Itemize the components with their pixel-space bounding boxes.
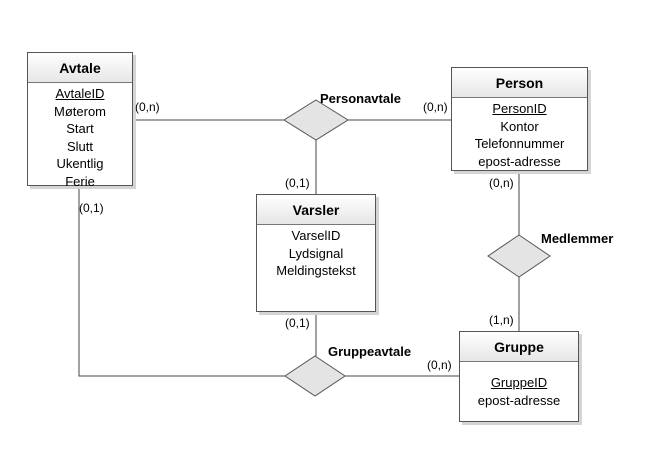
attribute: Lydsignal <box>288 245 344 261</box>
cardinality-varsler-personavtale: (0,1) <box>285 176 310 190</box>
line-avtale-gruppeavtale <box>78 186 285 377</box>
relationship-label-gruppeavtale: Gruppeavtale <box>328 344 412 359</box>
relationship-diamond-medlemmer[interactable] <box>487 234 551 278</box>
cardinality-gruppe-medlemmer: (1,n) <box>489 313 514 327</box>
attribute: Start <box>66 121 94 136</box>
entity-title: Avtale <box>28 53 132 83</box>
attribute: Ferie <box>65 173 95 189</box>
relationship-diamond-personavtale[interactable] <box>283 99 349 141</box>
entity-person[interactable]: Person PersonID Kontor Telefonnummer epo… <box>451 67 588 171</box>
relationship-label-personavtale: Personavtale <box>320 91 401 106</box>
attribute-list: GruppeID epost-adresse <box>460 362 578 409</box>
attribute-list: VarselID Lydsignal Meldingstekst <box>257 225 375 280</box>
attribute: Kontor <box>500 118 539 134</box>
primary-key-attribute: PersonID <box>492 101 547 116</box>
attribute: epost-adresse <box>478 153 561 169</box>
cardinality-gruppe-gruppeavtale: (0,n) <box>427 358 452 372</box>
entity-varsler[interactable]: Varsler VarselID Lydsignal Meldingstekst <box>256 194 376 312</box>
primary-key-attribute: AvtaleID <box>55 86 105 101</box>
cardinality-avtale-gruppeavtale: (0,1) <box>79 201 104 215</box>
entity-title: Gruppe <box>460 332 578 362</box>
cardinality-varsler-gruppeavtale: (0,1) <box>285 316 310 330</box>
entity-title: Varsler <box>257 195 375 225</box>
attribute-list: AvtaleID Møterom Start Slutt Ukentlig Fe… <box>28 83 132 190</box>
relationship-diamond-gruppeavtale[interactable] <box>284 355 346 397</box>
identifier-attribute: VarselID <box>291 228 341 243</box>
primary-key-attribute: GruppeID <box>490 375 548 390</box>
cardinality-person-personavtale: (0,n) <box>423 100 448 114</box>
attribute: Ukentlig <box>56 156 104 171</box>
cardinality-person-medlemmer: (0,n) <box>489 176 514 190</box>
entity-avtale[interactable]: Avtale AvtaleID Møterom Start Slutt Uken… <box>27 52 133 189</box>
attribute: Meldingstekst <box>276 263 356 278</box>
cardinality-avtale-personavtale: (0,n) <box>135 100 160 114</box>
attribute-list: PersonID Kontor Telefonnummer epost-adre… <box>452 98 587 170</box>
entity-title: Person <box>452 68 587 98</box>
attribute: Telefonnummer <box>474 136 565 151</box>
attribute: Møterom <box>54 103 106 119</box>
attribute: Slutt <box>66 138 93 154</box>
attribute: epost-adresse <box>477 392 561 408</box>
relationship-label-medlemmer: Medlemmer <box>541 231 614 246</box>
entity-gruppe[interactable]: Gruppe GruppeID epost-adresse <box>459 331 579 422</box>
